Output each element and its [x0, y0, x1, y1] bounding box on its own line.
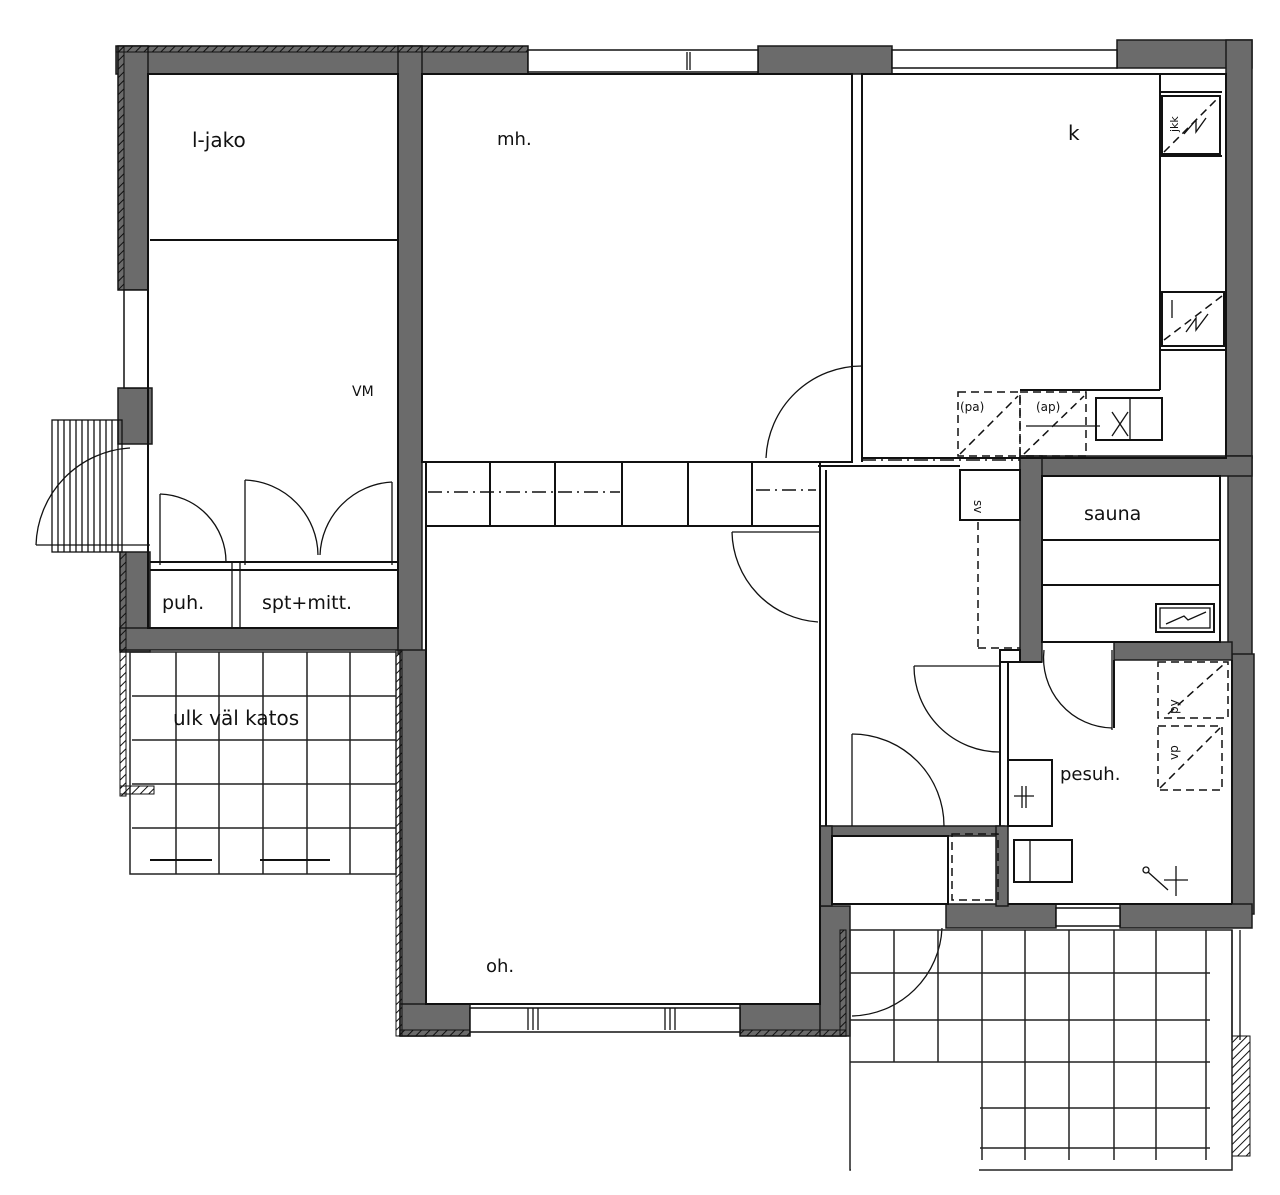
room-label-vm: VM	[352, 384, 374, 400]
fixture-label-pa: (pa)	[960, 400, 984, 414]
exterior-walls	[115, 39, 1255, 1037]
interior-lines	[147, 73, 1233, 1005]
fixture-label-vp: vp	[1167, 745, 1181, 760]
room-label-l-jako: l-jako	[192, 128, 246, 152]
room-label-ulk-vall-katos: ulk väl katos	[173, 706, 299, 730]
terrace-left	[129, 651, 397, 875]
fixture-label-ap: (ap)	[1036, 400, 1060, 414]
room-label-k: k	[1068, 121, 1080, 145]
room-label-sauna: sauna	[1084, 503, 1141, 525]
room-label-pesuh: pesuh.	[1060, 764, 1120, 785]
room-label-puh: puh.	[162, 592, 204, 614]
room-labels: l-jako mh. k VM sauna puh. spt+mitt. ulk…	[162, 121, 1141, 977]
fixtures	[957, 95, 1229, 896]
fixture-labels: jkk (pa) (ap) sv py vp	[960, 116, 1181, 760]
windows	[123, 49, 1121, 1033]
fixture-label-jkk: jkk	[1168, 116, 1181, 133]
room-label-spt-mitt: spt+mitt.	[262, 592, 352, 614]
fixture-label-py: py	[1167, 699, 1181, 714]
hatched-exterior	[115, 45, 1251, 1157]
room-label-oh: oh.	[486, 956, 514, 977]
doors	[35, 365, 1113, 1017]
terrace-right	[849, 929, 1241, 1174]
room-label-mh: mh.	[497, 129, 532, 150]
fixture-label-sv: sv	[971, 500, 985, 513]
entrance-steps	[51, 419, 123, 553]
